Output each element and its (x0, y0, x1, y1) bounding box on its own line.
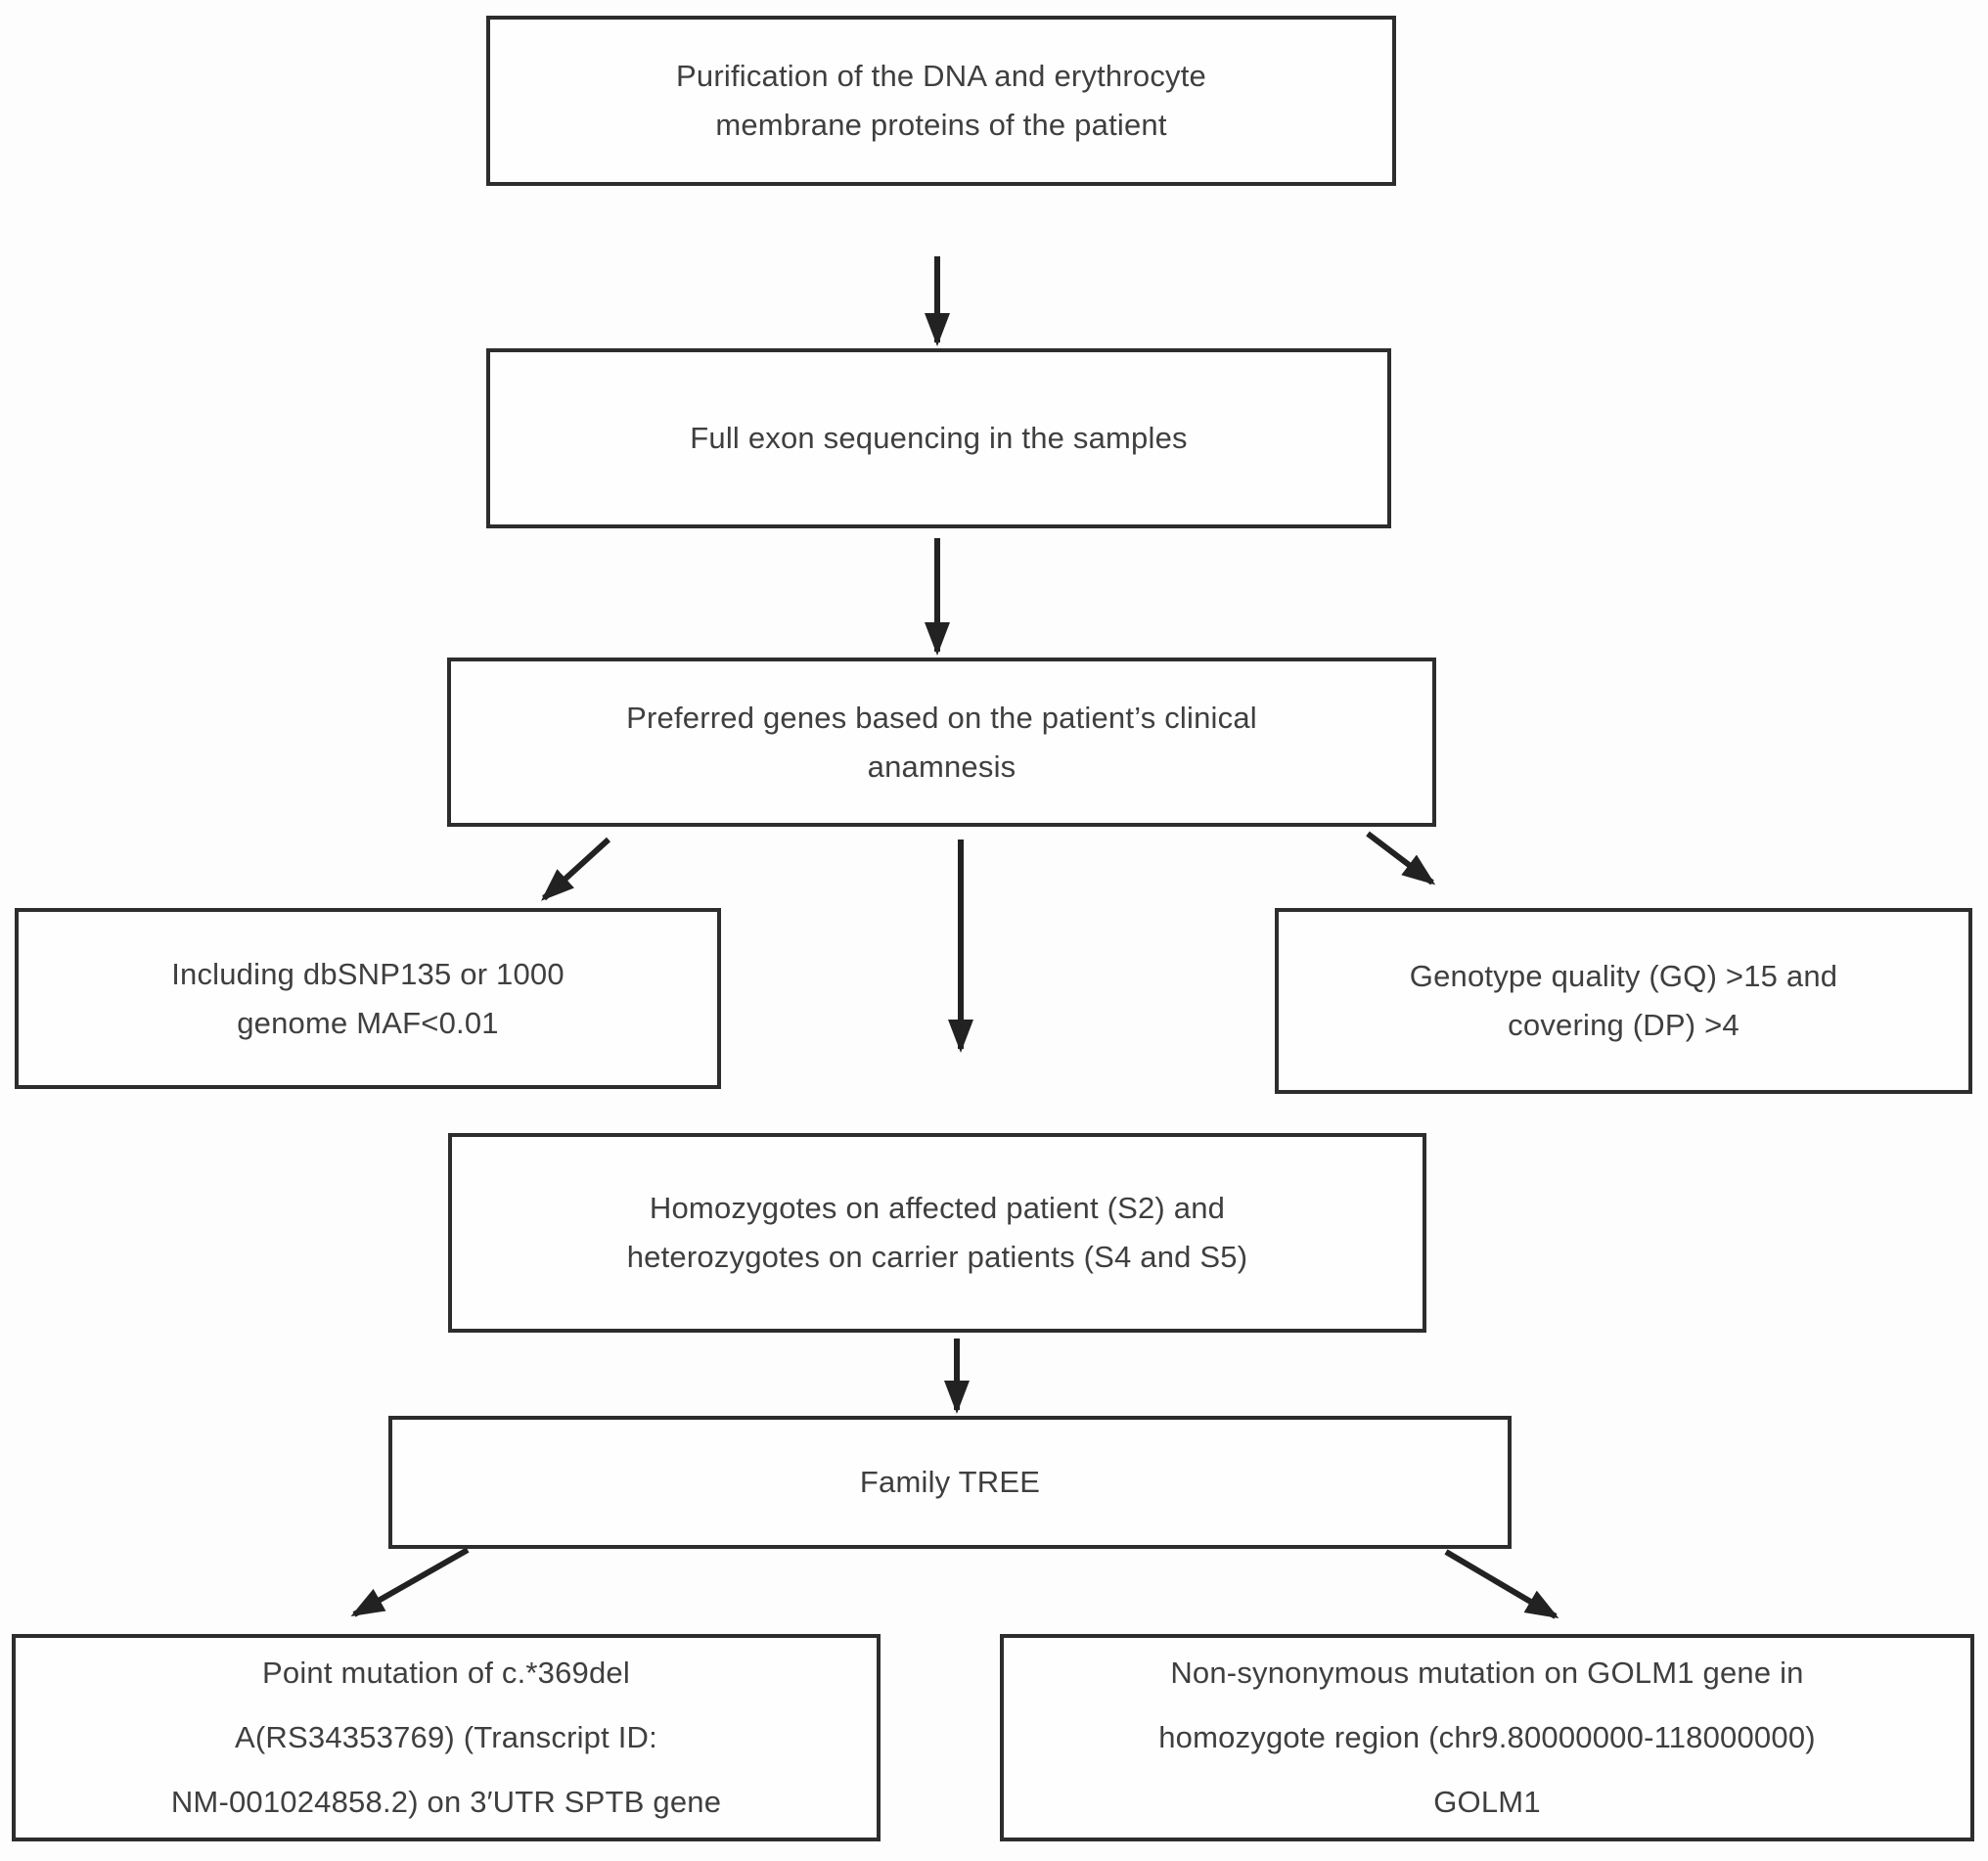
text-line: Genotype quality (GQ) >15 and (1409, 959, 1838, 993)
text-line: A(RS34353769) (Transcript ID: (235, 1720, 657, 1754)
text-line: Including dbSNP135 or 1000 (171, 956, 565, 991)
node-family-tree-text: Family TREE (392, 1458, 1508, 1507)
text-line: heterozygotes on carrier patients (S4 an… (626, 1240, 1248, 1274)
node-genotype-quality: Genotype quality (GQ) >15 and covering (D… (1275, 908, 1972, 1094)
text-line: covering (DP) >4 (1508, 1008, 1740, 1042)
node-homozygotes: Homozygotes on affected patient (S2) and… (448, 1133, 1426, 1333)
node-homozygotes-text: Homozygotes on affected patient (S2) and… (452, 1184, 1423, 1282)
node-dbsnp-filter-text: Including dbSNP135 or 1000 genome MAF<0.0… (19, 950, 717, 1048)
node-dbsnp-filter: Including dbSNP135 or 1000 genome MAF<0.0… (15, 908, 721, 1089)
arrow-preferred-to-dbsnp (541, 837, 611, 901)
node-full-exon-sequencing-text: Full exon sequencing in the samples (490, 414, 1387, 463)
text-line: anamnesis (867, 749, 1017, 784)
text-line: Preferred genes based on the patient’s c… (626, 700, 1257, 735)
text-line: NM-001024858.2) on 3′UTR SPTB gene (170, 1785, 722, 1819)
text-line: Purification of the DNA and erythrocyte (676, 59, 1206, 93)
arrow-preferred-to-genotype (1366, 831, 1436, 885)
node-purification: Purification of the DNA and erythrocyte m… (486, 16, 1396, 186)
text-line: Homozygotes on affected patient (S2) and (649, 1191, 1226, 1225)
node-preferred-genes: Preferred genes based on the patient’s c… (447, 658, 1436, 827)
node-preferred-genes-text: Preferred genes based on the patient’s c… (451, 694, 1432, 792)
text-line: Family TREE (859, 1465, 1041, 1499)
text-line: Point mutation of c.*369del (262, 1656, 630, 1690)
node-genotype-quality-text: Genotype quality (GQ) >15 and covering (D… (1279, 952, 1968, 1050)
text-line: Non-synonymous mutation on GOLM1 gene in (1170, 1656, 1804, 1690)
node-family-tree: Family TREE (388, 1416, 1512, 1549)
arrow-familytree-to-pointmutation (350, 1547, 470, 1617)
text-line: genome MAF<0.01 (237, 1005, 499, 1040)
node-golm1-mutation-text: Non-synonymous mutation on GOLM1 gene in… (1004, 1641, 1970, 1835)
arrow-familytree-to-golm1 (1444, 1549, 1559, 1619)
text-line: Full exon sequencing in the samples (690, 421, 1188, 455)
text-line: GOLM1 (1433, 1785, 1541, 1819)
node-purification-text: Purification of the DNA and erythrocyte m… (490, 52, 1392, 150)
text-line: membrane proteins of the patient (715, 108, 1167, 142)
node-golm1-mutation: Non-synonymous mutation on GOLM1 gene in… (1000, 1634, 1974, 1841)
node-full-exon-sequencing: Full exon sequencing in the samples (486, 348, 1391, 528)
text-line: homozygote region (chr9.80000000-1180000… (1158, 1720, 1816, 1754)
